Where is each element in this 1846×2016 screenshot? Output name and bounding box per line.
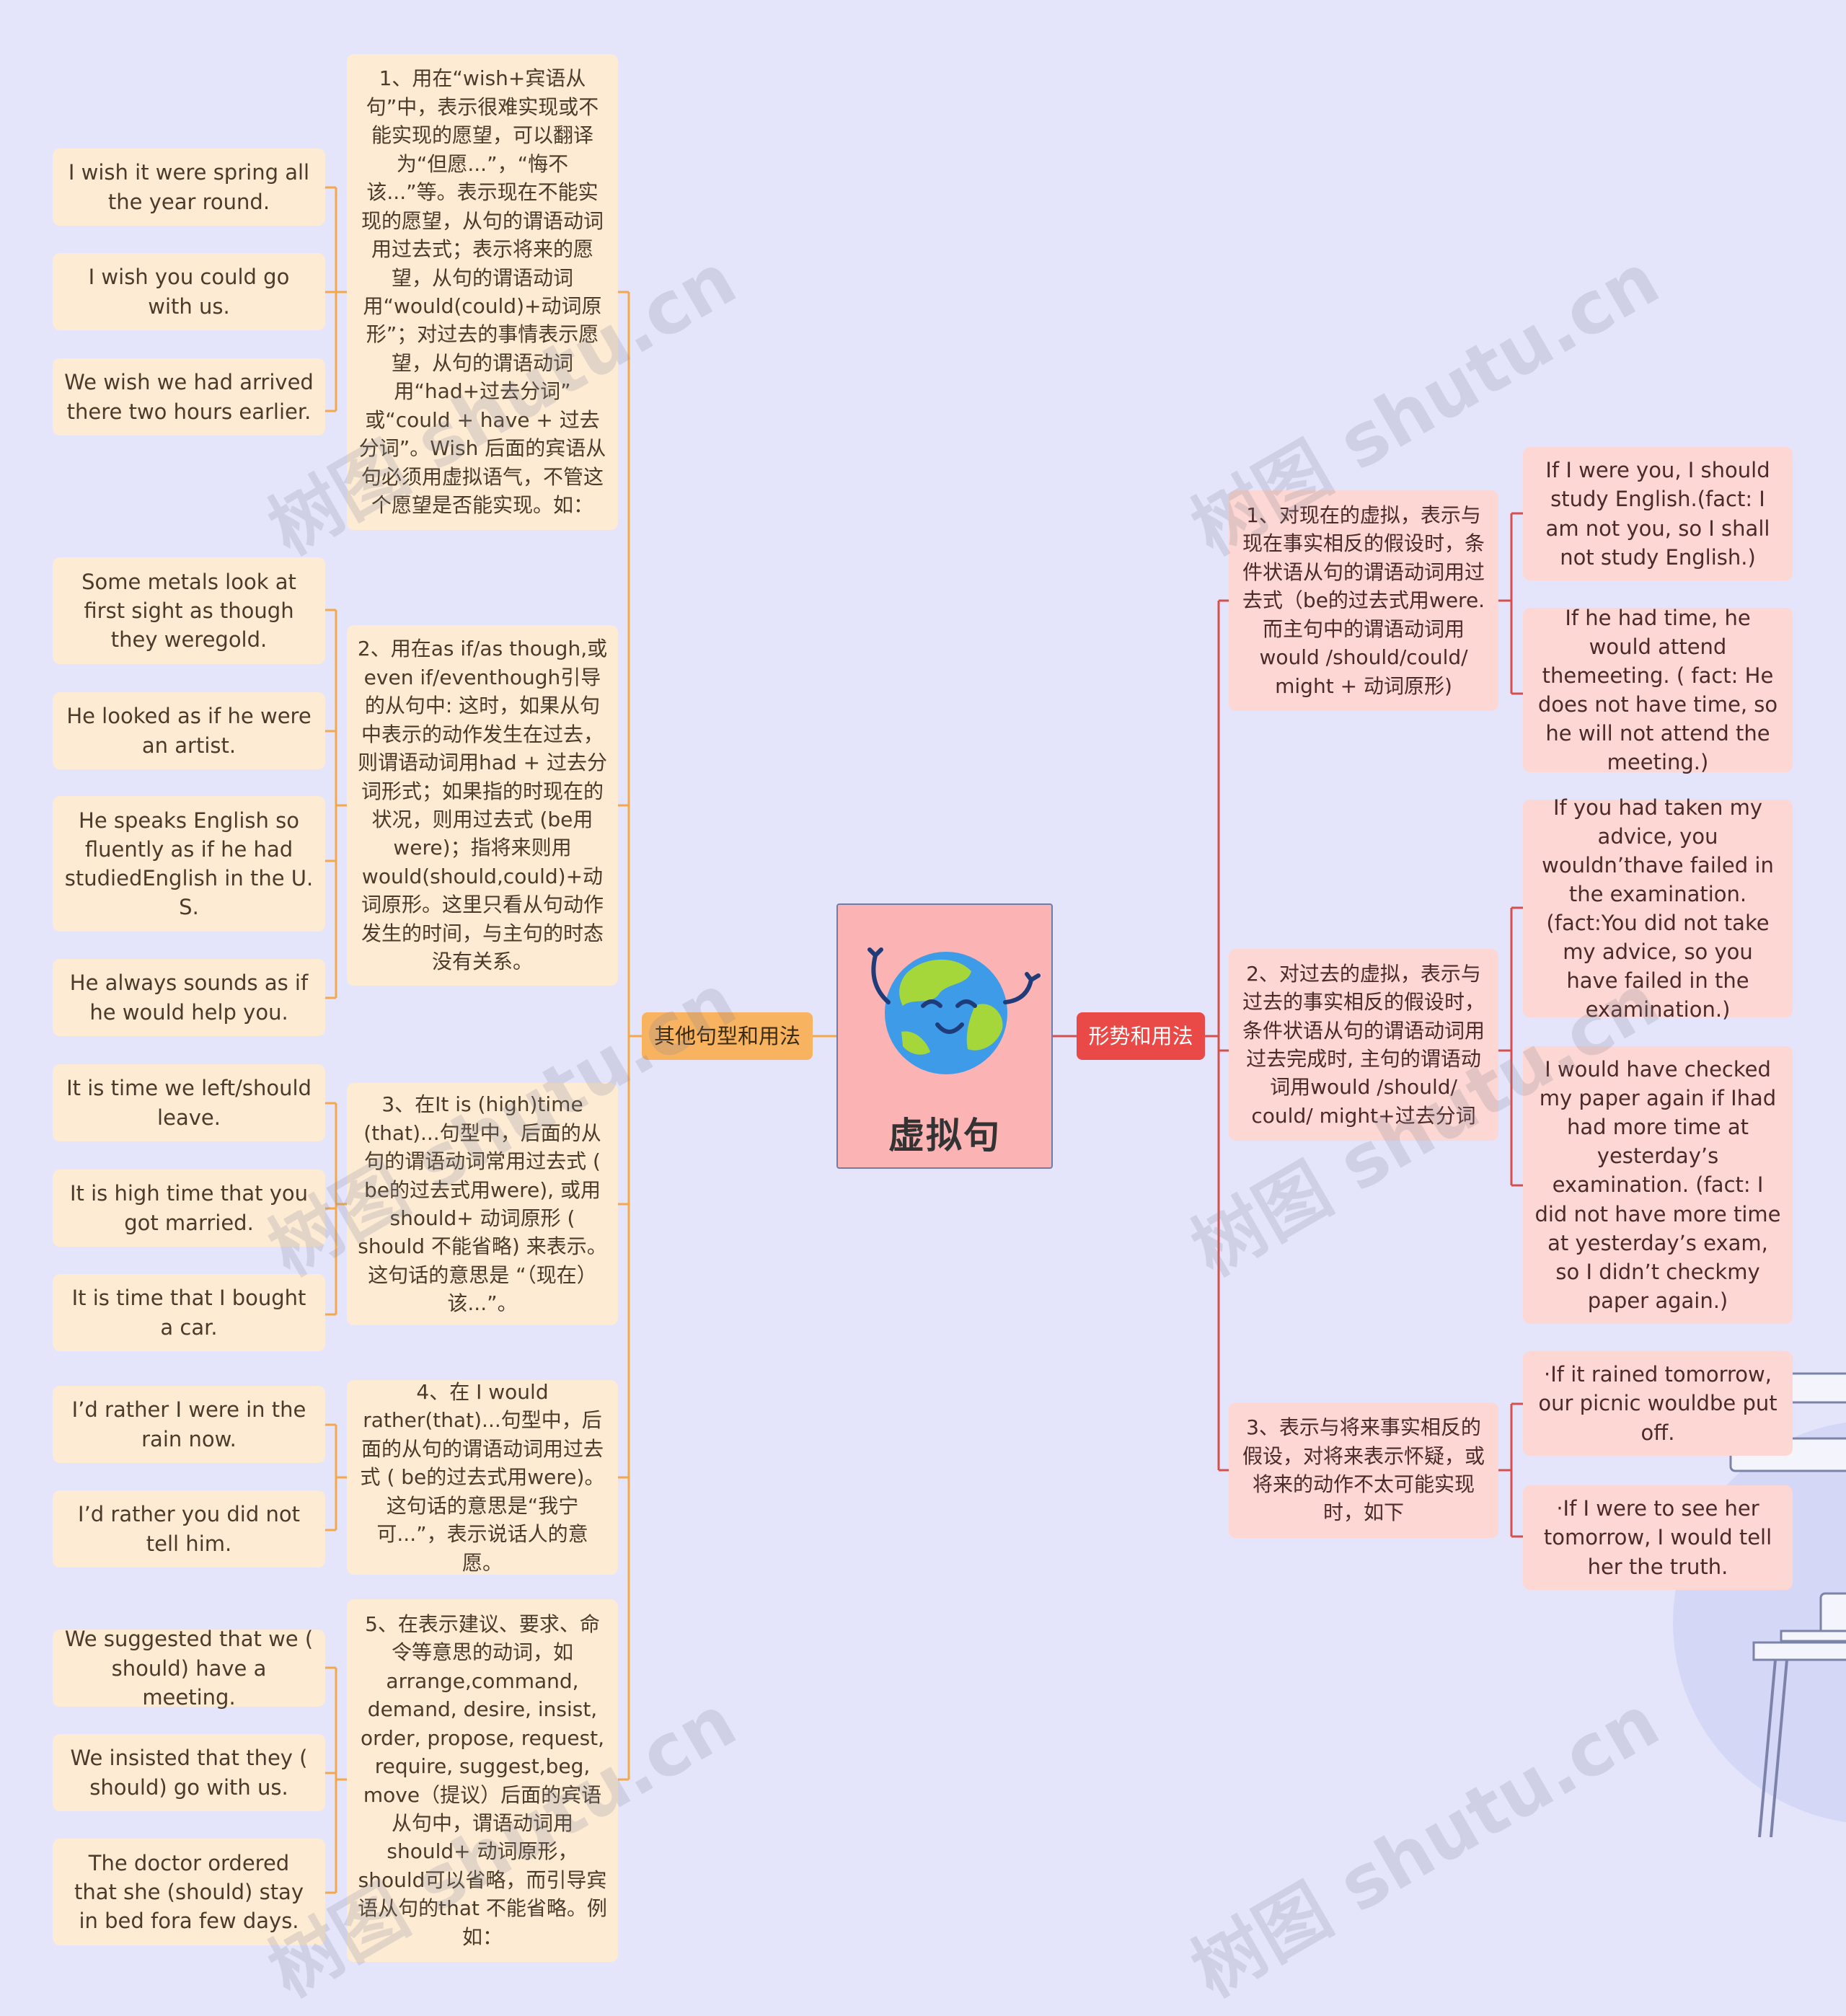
example-sentence[interactable]: I’d rather you did not tell him. bbox=[53, 1490, 325, 1568]
right-rule-node[interactable]: 3、表示与将来事实相反的假设，对将来表示怀疑，或将来的动作不太可能实现时，如下 bbox=[1229, 1402, 1498, 1538]
central-topic[interactable]: 虚拟句 bbox=[836, 903, 1053, 1169]
central-title: 虚拟句 bbox=[838, 1107, 1051, 1159]
example-sentence[interactable]: It is time that I bought a car. bbox=[53, 1274, 325, 1351]
example-sentence[interactable]: I would have checked my paper again if I… bbox=[1523, 1046, 1793, 1324]
left-rule-node[interactable]: 2、用在as if/as though,或even if/eventhough引… bbox=[347, 625, 618, 986]
example-sentence[interactable]: If I were you, I should study English.(f… bbox=[1523, 447, 1793, 580]
right-rule-node[interactable]: 1、对现在的虚拟，表示与现在事实相反的假设时，条件状语从句的谓语动词用过去式（b… bbox=[1229, 490, 1498, 711]
example-sentence[interactable]: I’d rather I were in the rain now. bbox=[53, 1386, 325, 1463]
left-rule-node[interactable]: 4、在 I would rather(that)...句型中，后面的从句的谓语动… bbox=[347, 1380, 618, 1575]
right-rule-node[interactable]: 2、对过去的虚拟，表示与过去的事实相反的假设时，条件状语从句的谓语动词用过去完成… bbox=[1229, 949, 1498, 1141]
example-sentence[interactable]: ·If I were to see her tomorrow, I would … bbox=[1523, 1485, 1793, 1590]
example-sentence[interactable]: He speaks English so fluently as if he h… bbox=[53, 796, 325, 932]
example-sentence[interactable]: ·If it rained tomorrow, our picnic would… bbox=[1523, 1351, 1793, 1456]
branch-forms-usage[interactable]: 形势和用法 bbox=[1077, 1012, 1205, 1060]
example-sentence[interactable]: He looked as if he were an artist. bbox=[53, 692, 325, 769]
example-sentence[interactable]: Some metals look at first sight as thoug… bbox=[53, 557, 325, 664]
example-sentence[interactable]: I wish it were spring all the year round… bbox=[53, 149, 325, 226]
example-sentence[interactable]: If he had time, he would attend themeeti… bbox=[1523, 608, 1793, 772]
example-sentence[interactable]: We wish we had arrived there two hours e… bbox=[53, 358, 325, 436]
left-rule-node[interactable]: 5、在表示建议、要求、命令等意思的动词，如arrange,command, de… bbox=[347, 1599, 618, 1962]
left-rule-node[interactable]: 3、在It is (high)time (that)...句型中，后面的从句的谓… bbox=[347, 1083, 618, 1325]
example-sentence[interactable]: We suggested that we ( should) have a me… bbox=[53, 1630, 325, 1707]
example-sentence[interactable]: We insisted that they ( should) go with … bbox=[53, 1734, 325, 1811]
example-sentence[interactable]: If you had taken my advice, you wouldn’t… bbox=[1523, 800, 1793, 1017]
globe-emoji-icon bbox=[838, 905, 1054, 1092]
left-rule-node[interactable]: 1、用在“wish+宾语从句”中，表示很难实现或不能实现的愿望，可以翻译为“但愿… bbox=[347, 54, 618, 530]
example-sentence[interactable]: I wish you could go with us. bbox=[53, 253, 325, 330]
example-sentence[interactable]: It is time we left/should leave. bbox=[53, 1064, 325, 1141]
example-sentence[interactable]: The doctor ordered that she (should) sta… bbox=[53, 1839, 325, 1945]
branch-other-patterns[interactable]: 其他句型和用法 bbox=[642, 1012, 813, 1060]
example-sentence[interactable]: He always sounds as if he would help you… bbox=[53, 959, 325, 1036]
example-sentence[interactable]: It is high time that you got married. bbox=[53, 1170, 325, 1247]
